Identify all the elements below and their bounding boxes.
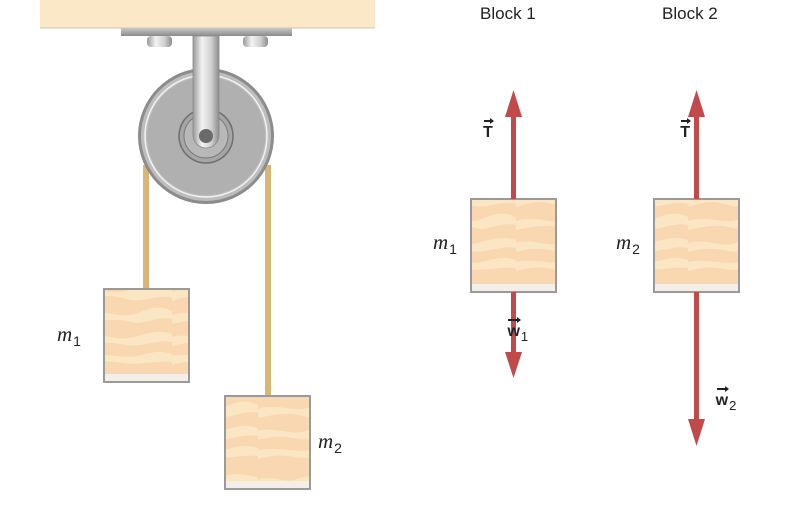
tension-arrow-2	[688, 90, 705, 199]
weight-label-1: w1	[507, 316, 529, 344]
mass-subscript: 2	[632, 241, 640, 257]
fbd-mass-label-1: m1	[433, 230, 457, 257]
mass-symbol: m	[57, 322, 73, 346]
bolt-left	[147, 36, 172, 47]
mass-subscript: 1	[73, 333, 81, 349]
mass-symbol: m	[616, 230, 632, 254]
pulley-support	[192, 35, 220, 149]
ceiling	[40, 0, 375, 28]
fbd-block-2	[653, 198, 740, 293]
vector-symbol: w	[507, 316, 522, 340]
tension-label-1: T	[483, 117, 494, 142]
block2-title: Block 2	[662, 4, 718, 23]
mass-subscript: 2	[334, 440, 342, 456]
fbd-mass-label-2: m2	[616, 230, 640, 257]
vector-symbol: T	[680, 117, 691, 141]
mount-plate	[121, 28, 292, 36]
mass-subscript: 1	[449, 241, 457, 257]
weight-label-2: w2	[715, 385, 737, 413]
weight-arrow-1	[505, 292, 522, 378]
vector-subscript: 1	[520, 329, 529, 344]
tension-arrow-1	[505, 90, 522, 199]
bolt-right	[243, 36, 268, 47]
block1-title: Block 1	[480, 4, 536, 23]
mass-symbol: m	[318, 429, 334, 453]
rope-left	[143, 165, 149, 289]
fbd-block-1	[470, 198, 557, 293]
hanging-block-2	[224, 395, 311, 490]
rope-right	[265, 165, 271, 396]
tension-label-2: T	[680, 117, 691, 142]
mass-symbol: m	[433, 230, 449, 254]
mass-label-1: m1	[57, 322, 81, 349]
weight-arrow-2	[688, 292, 705, 446]
vector-symbol: w	[715, 385, 730, 409]
hanging-block-1	[103, 288, 190, 383]
vector-subscript: 2	[729, 398, 737, 413]
mass-label-2: m2	[318, 429, 342, 456]
vector-symbol: T	[483, 117, 494, 141]
